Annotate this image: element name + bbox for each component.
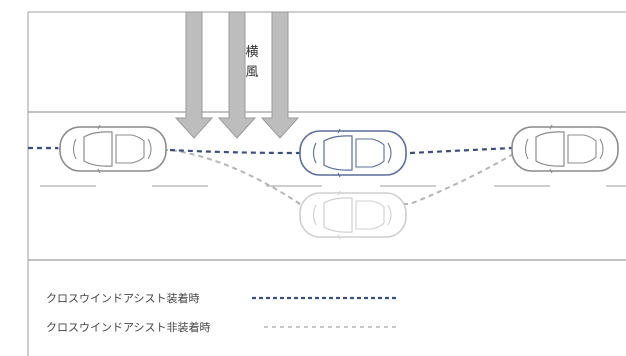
legend-item-without-assist: クロスウインドアシスト非装着時: [46, 320, 396, 334]
trajectory-with-assist: [28, 146, 513, 155]
road: [28, 111, 626, 261]
legend: クロスウインドアシスト装着時 クロスウインドアシスト非装着時: [46, 291, 396, 334]
legend-label-without-assist: クロスウインドアシスト非装着時: [46, 320, 211, 334]
car-end: [511, 124, 619, 174]
car-start: [59, 124, 167, 174]
crosswind-arrows: [174, 11, 300, 139]
wind-label-char-1: 横: [245, 45, 258, 60]
wind-arrow-2: [217, 11, 257, 139]
car-with-assist: [299, 128, 407, 178]
wind-label: 横 風: [245, 45, 258, 80]
legend-label-with-assist: クロスウインドアシスト装着時: [46, 291, 200, 305]
wind-arrow-1: [174, 11, 214, 139]
car-faded-no-assist: [299, 190, 407, 240]
trajectory-no-assist: [27, 147, 521, 205]
wind-arrow-3: [260, 11, 300, 139]
legend-item-with-assist: クロスウインドアシスト装着時: [46, 291, 396, 305]
wind-label-char-2: 風: [245, 65, 258, 80]
